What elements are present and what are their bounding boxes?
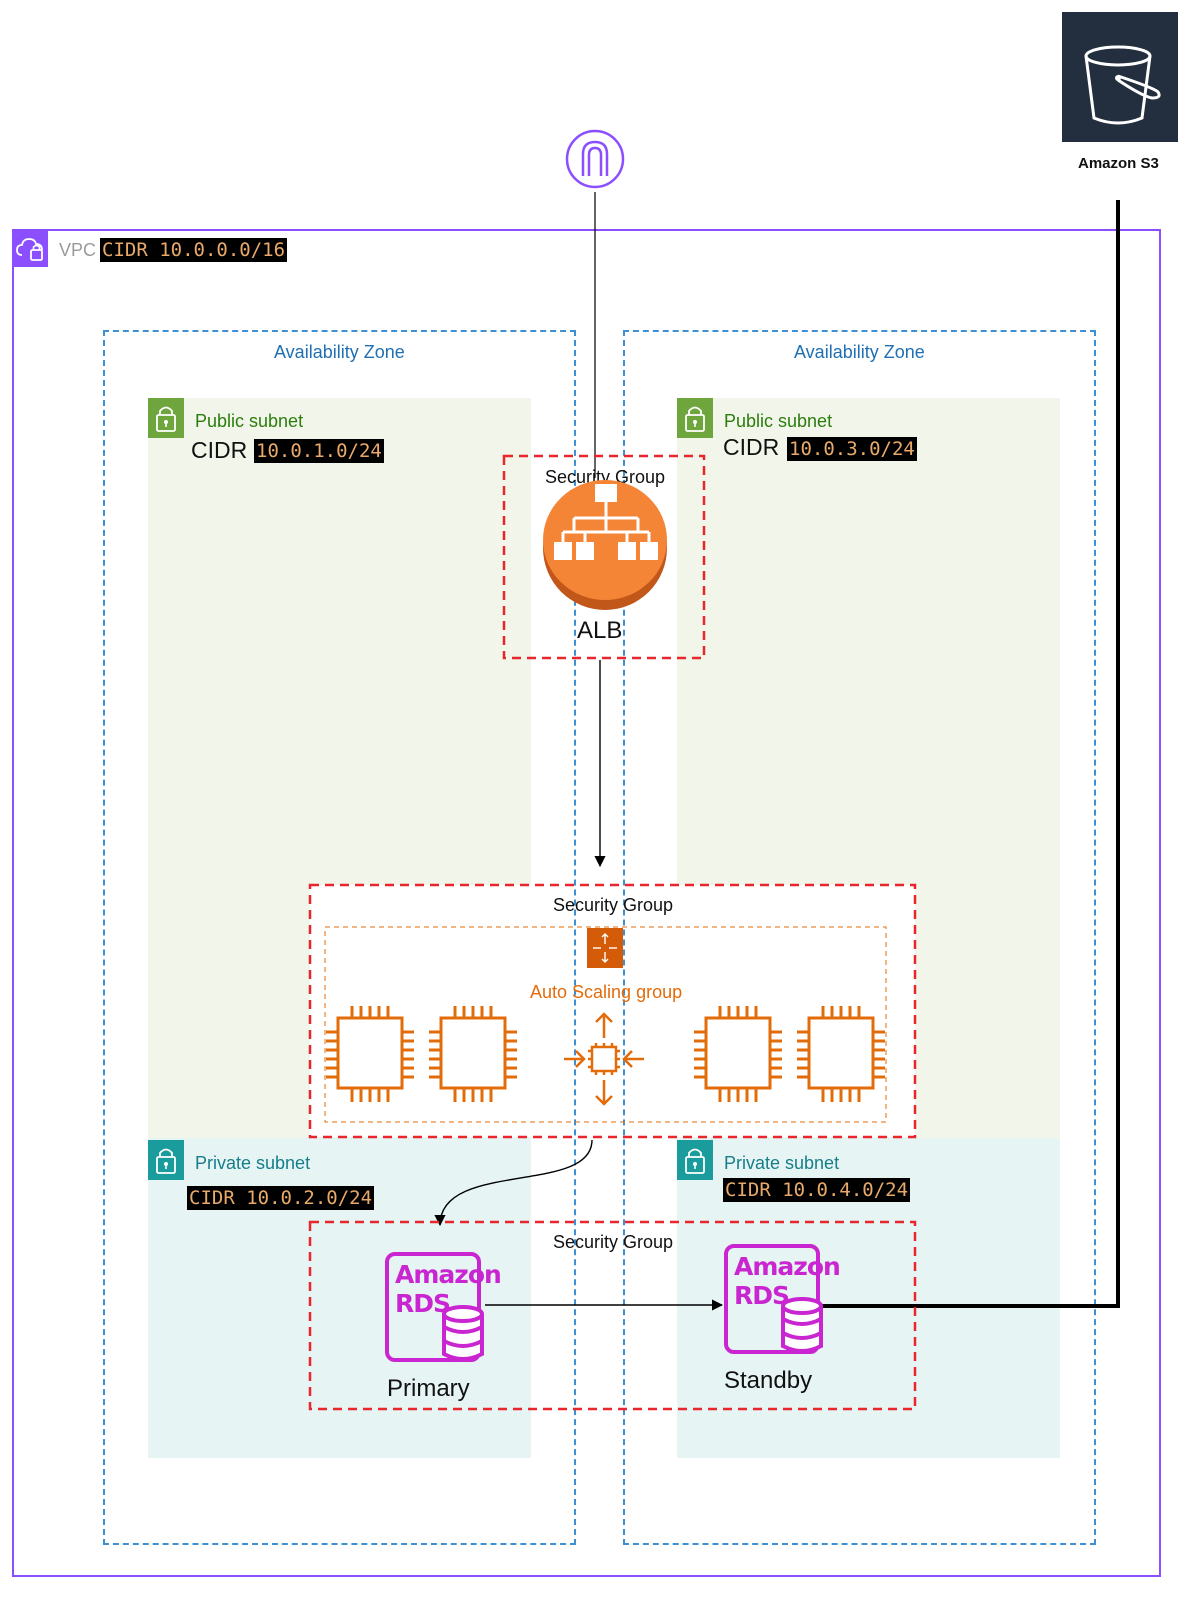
rds-icon-frame [724, 1244, 820, 1354]
vpc-badge [14, 231, 48, 267]
rds-primary-icon: Amazon RDS [385, 1252, 502, 1364]
asg-security-group-label: Security Group [553, 895, 674, 915]
availability-zone-1-title: Availability Zone [274, 342, 405, 362]
auto-scaling-badge [587, 928, 623, 968]
rds-brand-line2: RDS [734, 1281, 790, 1310]
public-subnet-2-cidr-word: CIDR [723, 434, 780, 460]
availability-zone-2-title: Availability Zone [794, 342, 925, 362]
private-subnet-2-badge [677, 1140, 713, 1180]
public-subnet-1-cidr-word: CIDR [191, 437, 248, 463]
rds-brand-line1: Amazon [395, 1260, 502, 1289]
rds-brand-line2: RDS [395, 1289, 451, 1318]
alb-security-group-label: Security Group [545, 467, 666, 487]
asg-to-rds-primary-arrow [434, 1139, 593, 1227]
rds-brand-line1: Amazon [734, 1252, 841, 1281]
rds-standby-label: Standby [724, 1367, 813, 1394]
vpc-boundary [12, 229, 1161, 1577]
private-subnet-2-cidr: CIDR 10.0.4.0/24 [723, 1178, 911, 1202]
scaling-arrows-icon [564, 1012, 644, 1106]
lock-icon [685, 406, 705, 432]
amazon-s3-label: Amazon S3 [1078, 155, 1159, 172]
availability-zone-2 [623, 330, 1096, 1545]
public-subnet-1-cidr: 10.0.1.0/24 [254, 439, 384, 463]
availability-zone-1 [103, 330, 576, 1545]
lock-icon [685, 1148, 705, 1174]
database-cylinder-icon [442, 1305, 484, 1361]
database-cylinder-icon [781, 1297, 823, 1353]
rds-security-group-label: Security Group [553, 1232, 674, 1252]
rds-primary-label: Primary [387, 1375, 470, 1402]
public-subnet-1-title: Public subnet [195, 411, 304, 431]
internet-gateway-icon [565, 129, 625, 189]
ec2-instance-icon [326, 1006, 414, 1102]
ec2-instance-icon [797, 1006, 885, 1102]
vpc-cidr: CIDR 10.0.0.0/16 [100, 238, 288, 262]
private-subnet-2-title: Private subnet [724, 1153, 840, 1173]
load-balancer-icon [543, 480, 667, 610]
ec2-instance-icon [694, 1006, 782, 1102]
private-subnet-1-badge [148, 1140, 184, 1180]
cloud-lock-icon [16, 238, 43, 261]
public-subnet-2-badge [677, 398, 713, 438]
lock-icon [156, 406, 176, 432]
rds-to-s3-line [820, 200, 1120, 1308]
auto-scaling-group-label: Auto Scaling group [530, 982, 683, 1002]
vpc-label: VPC [59, 240, 97, 260]
public-subnet-2-title: Public subnet [724, 411, 833, 431]
auto-scaling-group-boundary [324, 926, 887, 1123]
alb-security-group [502, 454, 706, 660]
bucket-icon [1084, 45, 1161, 125]
rds-standby-icon: Amazon RDS [724, 1244, 841, 1356]
rds-security-group [308, 1220, 917, 1411]
auto-scaling-icon [593, 933, 617, 963]
alb-label: ALB [577, 617, 623, 644]
amazon-s3-tile [1062, 12, 1178, 142]
lock-icon [156, 1148, 176, 1174]
public-subnet-1-badge [148, 398, 184, 438]
asg-security-group [308, 883, 917, 1139]
private-subnet-1-cidr: CIDR 10.0.2.0/24 [187, 1186, 375, 1210]
rds-icon-frame [385, 1252, 481, 1362]
ec2-instance-icon [429, 1006, 517, 1102]
public-subnet-2-cidr: 10.0.3.0/24 [787, 437, 917, 461]
private-subnet-1-title: Private subnet [195, 1153, 311, 1173]
